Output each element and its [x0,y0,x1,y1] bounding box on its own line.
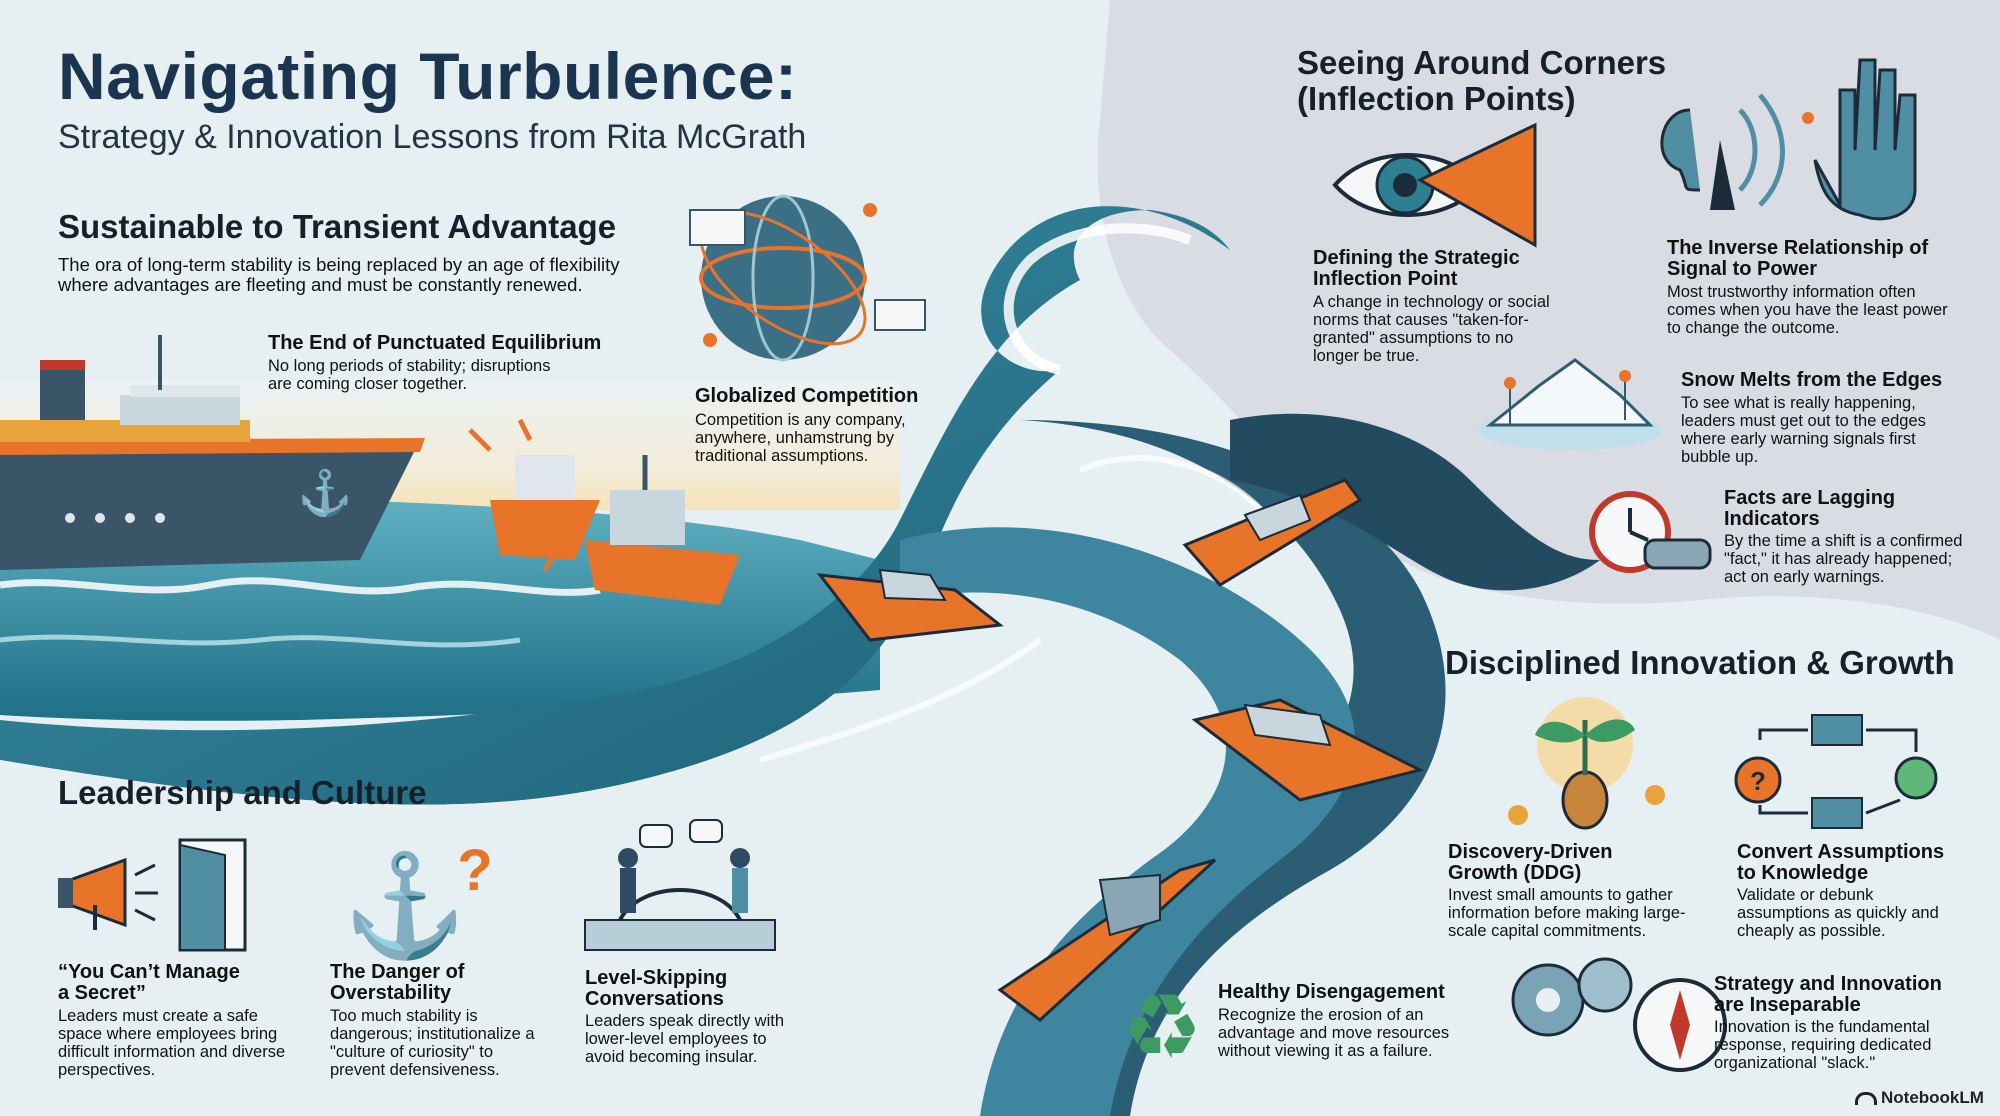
item-body-inflection-point: A change in technology or social norms t… [1313,293,1550,366]
ear-hand-icon [1660,58,1917,221]
item-body-lagging: By the time a shift is a confirmed "fact… [1724,532,1963,587]
section-heading-leadership: Leadership and Culture [58,774,427,811]
recycle-icon: ♻ [1122,978,1203,1078]
bridge-conversation-icon [584,819,776,951]
svg-text:?: ? [1750,766,1766,796]
item-body-disengagement: Recognize the erosion of an advantage an… [1218,1006,1450,1061]
section-heading-sustainable: Sustainable to Transient Advantage [58,208,617,245]
sprout-seed-icon [1508,697,1665,830]
item-body-inseparable: Innovation is the fundamental response, … [1714,1018,1932,1073]
item-body-signal-power: Most trustworthy information often comes… [1667,283,1948,338]
globe-network-illustration [689,194,926,362]
speedboat-4 [997,858,1217,1022]
speedboat-2 [1182,478,1363,587]
iceberg-icon [1478,358,1662,450]
svg-text:⚓: ⚓ [298,468,353,518]
svg-text:♻: ♻ [1122,978,1203,1078]
item-title-globalized: Globalized Competition [695,385,919,407]
wrecked-ship-illustration [468,418,740,605]
section-body-sustainable: The ora of long-term stability is being … [58,254,620,296]
item-body-secret: Leaders must create a safe space where e… [58,1007,286,1080]
item-title-ddg: Discovery-Driven Growth (DDG) [1448,841,1613,884]
eye-icon [1332,122,1537,248]
item-title-inseparable: Strategy and Innovation are Inseparable [1714,973,1942,1016]
flowchart-icon: ? [1734,714,1938,829]
item-body-overstability: Too much stability is dangerous; institu… [330,1007,535,1080]
item-title-snow-melts: Snow Melts from the Edges [1681,369,1943,391]
anchor-question-icon: ⚓ ? [343,838,493,962]
item-title-secret: “You Can’t Manage a Secret” [58,961,240,1004]
turbulent-wave [0,206,1230,805]
item-title-punctuated: The End of Punctuated Equilibrium [268,332,602,354]
speedboat-3 [1191,698,1425,802]
page-subtitle: Strategy & Innovation Lessons from Rita … [58,118,807,156]
cargo-ship-illustration: ⚓ [0,335,425,570]
item-title-convert: Convert Assumptions to Knowledge [1737,841,1945,884]
item-title-level-skipping: Level-Skipping Conversations [585,967,728,1010]
item-body-snow-melts: To see what is really happening, leaders… [1681,394,1926,467]
clock-mirror-icon [1589,491,1712,573]
section-heading-innovation: Disciplined Innovation & Growth [1445,644,1955,681]
item-title-signal-power: The Inverse Relationship of Signal to Po… [1667,237,1929,280]
gears-compass-icon [1511,957,1727,1072]
item-title-lagging: Facts are Lagging Indicators [1724,487,1896,530]
item-body-ddg: Invest small amounts to gather informati… [1448,886,1686,941]
item-body-convert: Validate or debunk assumptions as quickl… [1737,886,1939,941]
megaphone-door-icon [58,838,247,952]
section-heading-inflection: Seeing Around Corners (Inflection Points… [1297,44,1667,117]
brand-label: NotebookLM [1855,1088,1984,1108]
item-title-disengagement: Healthy Disengagement [1218,981,1445,1003]
speedboat-1 [816,568,1004,642]
item-body-globalized: Competition is any company, anywhere, un… [695,411,906,466]
item-title-overstability: The Danger of Overstability [330,961,465,1004]
page-title: Navigating Turbulence: [58,39,798,113]
item-body-level-skipping: Leaders speak directly with lower-level … [585,1012,785,1067]
item-body-punctuated: No long periods of stability; disruption… [268,357,551,394]
svg-text:⚓: ⚓ [343,849,468,962]
svg-text:?: ? [457,838,492,903]
item-title-inflection-point: Defining the Strategic Inflection Point [1313,247,1520,290]
notebooklm-logo-icon [1855,1092,1877,1106]
